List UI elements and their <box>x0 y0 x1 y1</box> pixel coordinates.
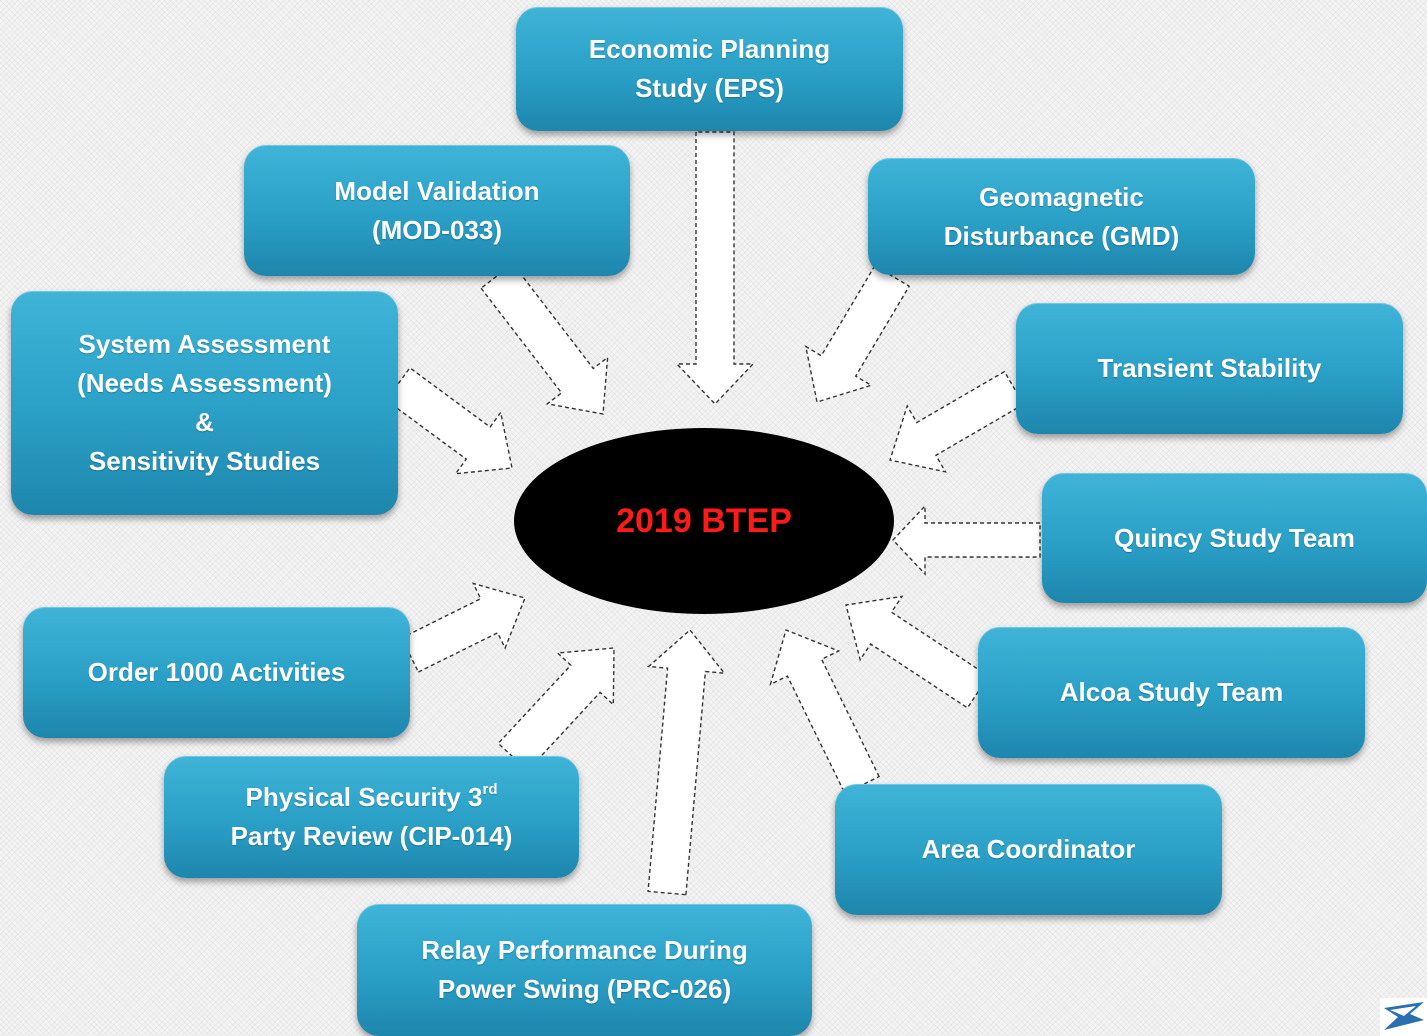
box-economic-planning: Economic Planning Study (EPS) <box>516 7 903 131</box>
box-line: Physical Security 3rd <box>245 778 497 817</box>
arrow-from-area <box>769 629 881 795</box>
box-line: (Needs Assessment) <box>77 368 332 398</box>
box-line: Transient Stability <box>1097 353 1322 383</box>
box-physical-security: Physical Security 3rd Party Review (CIP-… <box>164 756 579 878</box>
company-logo-icon <box>1380 998 1427 1036</box>
arrow-from-sys <box>385 366 513 475</box>
box-line: Sensitivity Studies <box>88 446 321 476</box>
arrow-from-phys <box>497 647 615 772</box>
center-label: 2019 BTEP <box>616 501 792 540</box>
box-alcoa-study-team: Alcoa Study Team <box>978 627 1365 758</box>
arrow-from-relay <box>647 628 726 896</box>
box-line: Power Swing (PRC-026) <box>437 974 732 1004</box>
box-transient-stability: Transient Stability <box>1016 303 1403 434</box>
box-line: (MOD-033) <box>371 214 502 245</box>
box-line: Relay Performance During <box>421 935 748 965</box>
box-geomagnetic-disturbance: Geomagnetic Disturbance (GMD) <box>868 158 1255 275</box>
center-ellipse: 2019 BTEP <box>514 428 894 614</box>
box-line: Order 1000 Activities <box>87 657 346 687</box>
arrow-from-eps <box>675 131 755 406</box>
box-line: Geomagnetic <box>979 181 1144 212</box>
arrow-from-mod <box>480 262 609 415</box>
arrow-from-quincy <box>892 504 1041 576</box>
box-system-assessment: System Assessment (Needs Assessment) & S… <box>11 291 398 515</box>
box-relay-performance: Relay Performance During Power Swing (PR… <box>357 904 812 1036</box>
box-line: Area Coordinator <box>921 834 1136 864</box>
box-model-validation: Model Validation (MOD-033) <box>244 145 630 276</box>
box-line: Quincy Study Team <box>1114 522 1355 553</box>
box-line: Disturbance (GMD) <box>943 220 1180 251</box>
box-line: & <box>195 407 214 437</box>
arrow-from-ts <box>889 370 1025 473</box>
arrow-from-order <box>400 582 526 673</box>
box-quincy-study-team: Quincy Study Team <box>1042 473 1427 603</box>
box-line: System Assessment <box>78 329 331 359</box>
box-line: Study (EPS) <box>635 73 784 103</box>
box-line: Party Review (CIP-014) <box>230 821 513 851</box>
box-area-coordinator: Area Coordinator <box>835 784 1222 915</box>
box-line: Alcoa Study Team <box>1059 677 1284 707</box>
superscript: rd <box>482 781 498 798</box>
box-line: Model Validation <box>334 175 540 206</box>
box-line: Economic Planning <box>588 34 831 64</box>
arrow-from-gmd <box>804 264 911 403</box>
box-line-text: Physical Security 3 <box>245 782 483 812</box>
arrow-from-alcoa <box>845 595 990 709</box>
box-order-1000: Order 1000 Activities <box>23 607 410 738</box>
